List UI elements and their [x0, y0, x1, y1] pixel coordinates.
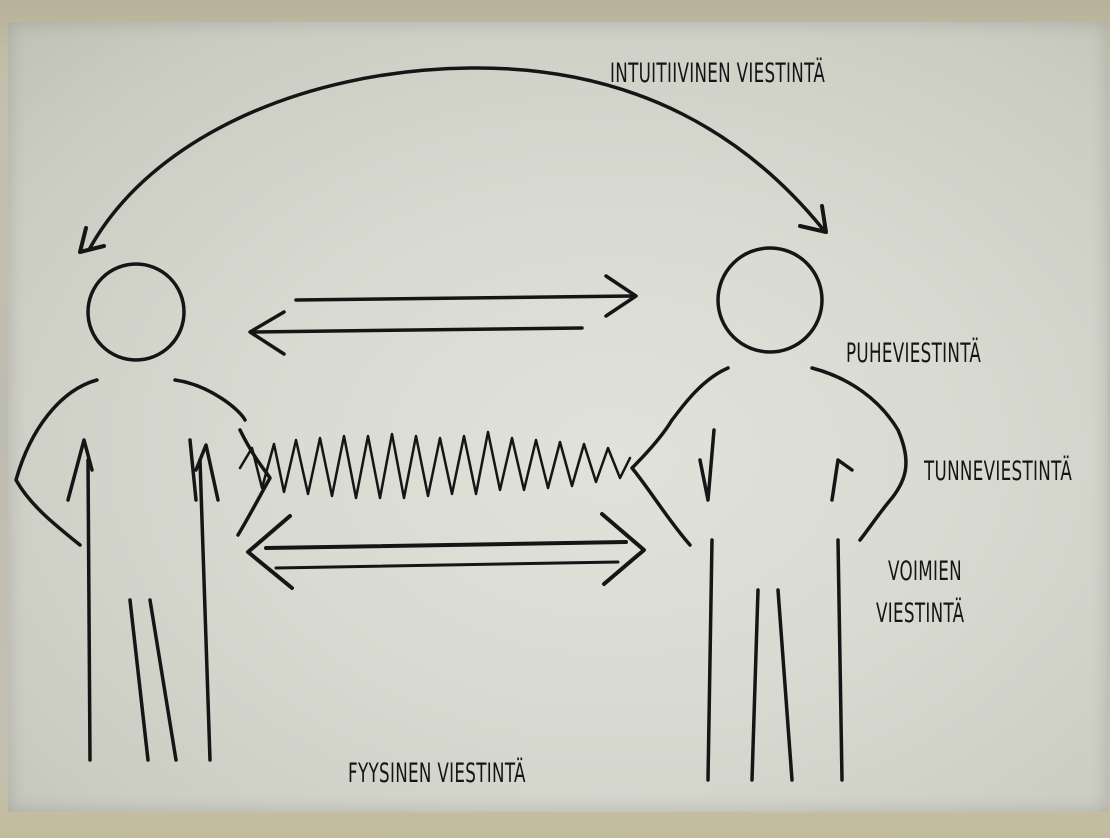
label-power-line2: VIESTINTÄ	[876, 598, 964, 629]
power-arrow	[248, 514, 644, 588]
label-intuitive: INTUITIIVINEN VIESTINTÄ	[610, 58, 825, 89]
emotion-wave	[240, 432, 630, 498]
right-person-figure	[632, 248, 906, 780]
label-speech: PUHEVIESTINTÄ	[846, 338, 981, 369]
label-power-line1: VOIMIEN	[888, 556, 962, 587]
speech-arrows	[250, 276, 636, 354]
label-physical: FYYSINEN VIESTINTÄ	[348, 758, 526, 789]
left-person-figure	[16, 264, 270, 760]
intuitive-arc-arrow	[80, 68, 826, 252]
label-emotion: TUNNEVIESTINTÄ	[924, 456, 1072, 487]
